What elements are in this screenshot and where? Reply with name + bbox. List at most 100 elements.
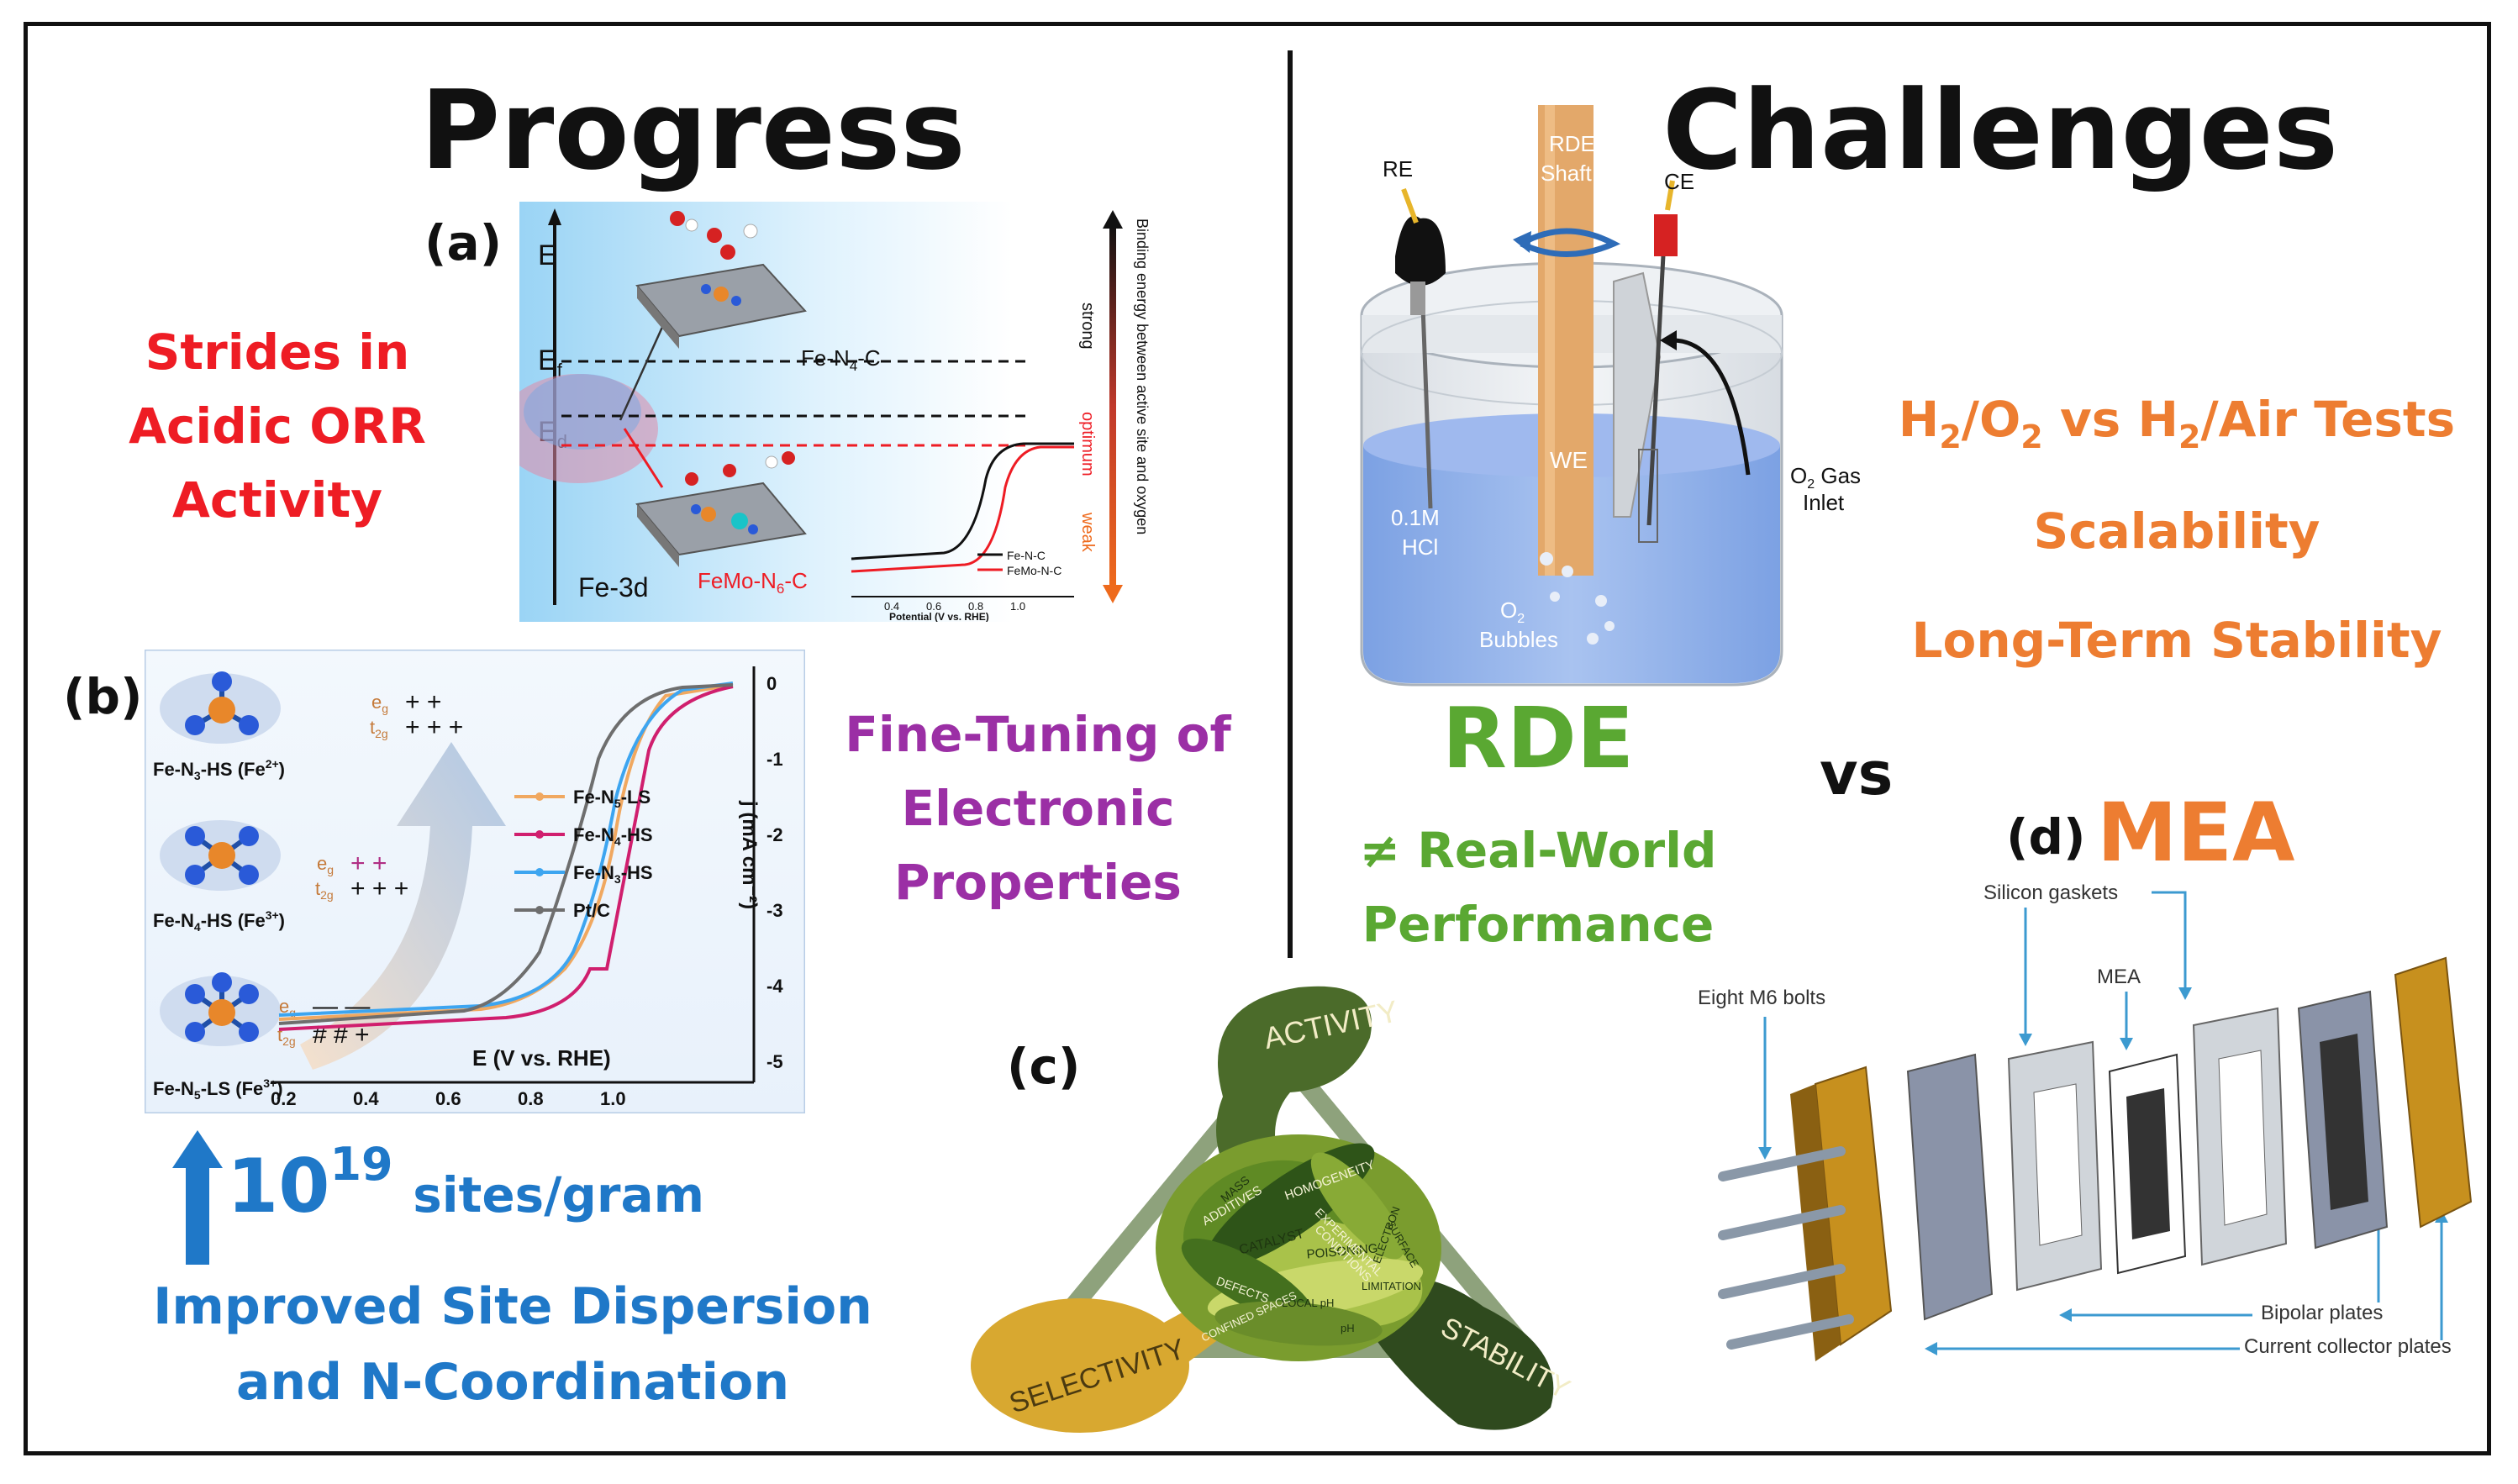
- finetuning-line-3: Properties: [894, 854, 1182, 911]
- scalability-text: Scalability: [2033, 503, 2320, 560]
- fe-n3-molecule: [160, 671, 281, 744]
- weak-label: weak: [1078, 512, 1097, 553]
- dispersion-line-2: and N-Coordination: [235, 1353, 790, 1412]
- rde-cell-figure: RE RDE Shaft WE CE O2 Gas Inlet 0.1M HCl…: [1360, 105, 1861, 687]
- dispersion-line-1: Improved Site Dispersion: [153, 1277, 872, 1336]
- we-label: WE: [1550, 447, 1588, 473]
- b-ytick-5: -5: [766, 1051, 783, 1072]
- species-fe-n4: Fe-N4-HS (Fe3+): [153, 908, 285, 934]
- right-collector-plate: [2394, 956, 2473, 1229]
- a-xtick-0: 0.4: [884, 600, 899, 613]
- b-ytick-1: -1: [766, 749, 783, 770]
- knot-word-13: pH: [1341, 1322, 1355, 1334]
- femo-n6-c-label: FeMo-N6-C: [698, 568, 808, 597]
- inlet-label-1: O2 Gas: [1790, 463, 1861, 492]
- arrow-to-femo: [623, 428, 664, 488]
- real-world-line-2: Performance: [1362, 896, 1715, 953]
- sites-base: 10: [227, 1143, 330, 1229]
- a-x-axis-label: Potential (V vs. RHE): [889, 611, 989, 622]
- tests-text: H2/O2 vs H2/Air Tests: [1898, 391, 2456, 455]
- svg-text:+ + +: + + +: [350, 875, 408, 903]
- gaskets-label: Silicon gaskets: [1983, 881, 2118, 904]
- b-xtick-0: 0.2: [271, 1088, 297, 1109]
- rotation-arrow-icon: [1520, 228, 1621, 257]
- o2-inlet-tube: [1672, 338, 1751, 476]
- bolts: [1718, 1146, 1854, 1350]
- dispersion-text: Improved Site Dispersion and N-Coordinat…: [118, 1269, 908, 1420]
- svg-text:t2g: t2g: [277, 1024, 296, 1048]
- ce-label: CE: [1664, 169, 1694, 194]
- a-xtick-1: 0.6: [926, 600, 941, 613]
- bubbles-label-2: Bubbles: [1479, 627, 1558, 652]
- ef-label: Ef: [538, 345, 563, 381]
- left-bipolar-plate: [1906, 1053, 1994, 1321]
- re-label: RE: [1383, 156, 1413, 182]
- reference-electrode: [1395, 187, 1446, 509]
- orbitals-fe-n4: eg + + t2g + + +: [315, 850, 408, 903]
- b-y-label: j (mA cm⁻²): [738, 800, 761, 909]
- b-xtick-2: 0.6: [435, 1088, 461, 1109]
- svg-text:t2g: t2g: [315, 878, 334, 902]
- fe3d-label: Fe-3d: [578, 572, 649, 603]
- bubbles-label-1: O2: [1500, 597, 1525, 626]
- b-xtick-4: 1.0: [600, 1088, 626, 1109]
- panel-a-label: (a): [424, 214, 503, 271]
- counter-electrode: [1613, 180, 1678, 543]
- optimum-label: optimum: [1078, 412, 1097, 476]
- fe-n4-c-label: Fe-N4-C: [801, 345, 881, 374]
- strong-label: strong: [1078, 303, 1097, 350]
- binding-energy-arrow: [1109, 225, 1116, 587]
- curve-pt-c: [278, 683, 734, 1025]
- b-ytick-4: -4: [766, 976, 783, 997]
- d-band-blue: [524, 374, 641, 450]
- collector-label: Current collector plates: [2244, 1335, 2452, 1358]
- svg-text:+ +: + +: [350, 850, 387, 877]
- mea-label: MEA: [2097, 966, 2141, 988]
- shaft-label-2: Shaft: [1541, 161, 1592, 186]
- sites-per-gram: 1019 sites/gram: [227, 1138, 705, 1229]
- real-world-line-1: ≠ Real-World: [1359, 822, 1717, 879]
- b-ytick-2: -2: [766, 824, 783, 845]
- strides-line-1: Strides in: [145, 324, 410, 381]
- finetuning-text: Fine-Tuning of Electronic Properties: [832, 697, 1244, 919]
- panel-b-figure: Fe-N3-HS (Fe2+) Fe-N4-HS (Fe3+) Fe-N5-LS…: [145, 650, 805, 1113]
- legend-femonc: FeMo-N-C: [1007, 564, 1061, 577]
- sites-unit: sites/gram: [413, 1166, 705, 1224]
- b-x-label: E (V vs. RHE): [472, 1045, 611, 1071]
- knot-word-8: LOCAL pH: [1282, 1297, 1334, 1309]
- fe-n4-molecule: [160, 820, 281, 891]
- b-xtick-1: 0.4: [353, 1088, 379, 1109]
- species-fe-n5: Fe-N5-LS (Fe3+): [153, 1076, 283, 1102]
- strides-line-3: Activity: [171, 471, 383, 529]
- vs-label: vs: [1820, 739, 1894, 808]
- a-xtick-3: 1.0: [1010, 600, 1025, 613]
- mea-title: MEA: [2097, 786, 2295, 880]
- svg-text:t2g: t2g: [370, 717, 388, 740]
- panel-c-label: (c): [1007, 1038, 1081, 1095]
- leader-lines: [1763, 891, 2443, 1350]
- sites-exponent: 19: [329, 1138, 393, 1191]
- femo-n6-c-structure: [635, 451, 807, 567]
- curve-fe-n4-hs: [278, 685, 734, 1031]
- panel-a-figure: E Ef Ed Fe-3d Fe-N4-C FeMo-N6-C: [519, 202, 1177, 622]
- e-axis-label: E: [538, 239, 557, 271]
- b-xtick-3: 0.8: [518, 1088, 544, 1109]
- legend-pt-c: Pt/C: [573, 900, 610, 921]
- strides-line-2: Acidic ORR: [129, 397, 426, 455]
- finetuning-line-1: Fine-Tuning of: [845, 706, 1231, 763]
- b-ytick-3: -3: [766, 900, 783, 921]
- svg-text:eg: eg: [317, 853, 334, 876]
- svg-text:eg: eg: [279, 996, 296, 1019]
- trend-arrow: [300, 742, 506, 1070]
- electrolyte-label-2: HCl: [1402, 534, 1438, 560]
- activity-blob: ACTIVITY: [1216, 986, 1401, 1181]
- lsv-femonc-curve: [851, 445, 1074, 573]
- svg-text:eg: eg: [371, 692, 388, 715]
- inlet-label-2: Inlet: [1803, 490, 1845, 515]
- knot-word-7: LIMITATION: [1362, 1280, 1421, 1292]
- increase-arrow-icon: [172, 1130, 223, 1265]
- center-divider: [1288, 50, 1293, 958]
- panel-d-figure: Silicon gaskets MEA Eight M6 bolts Bipol…: [1698, 881, 2473, 1361]
- strides-text: Strides in Acidic ORR Activity: [101, 315, 454, 537]
- fe-n4-c-structure: [635, 211, 807, 349]
